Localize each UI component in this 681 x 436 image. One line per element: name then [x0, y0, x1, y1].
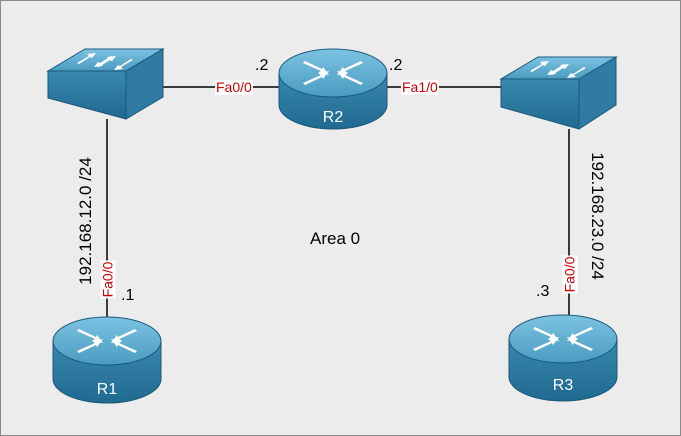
- interface-r3-fa0-0: Fa0/0: [561, 255, 578, 294]
- network-label-right: 192.168.23.0 /24: [588, 152, 607, 280]
- router-icon: [52, 316, 162, 404]
- switch-icon: [499, 56, 618, 130]
- router-icon: [278, 48, 388, 130]
- r2-label: R2: [322, 109, 344, 126]
- host-id-r2-right: .2: [389, 57, 403, 74]
- interface-r2-fa0-0: Fa0/0: [215, 79, 253, 95]
- host-id-r3: .3: [536, 283, 550, 300]
- network-label-left: 192.168.12.0 /24: [76, 157, 95, 285]
- interface-r1-fa0-0: Fa0/0: [99, 260, 116, 299]
- switch-icon: [46, 48, 165, 120]
- r1-label: R1: [96, 381, 118, 398]
- area-label: Area 0: [310, 229, 361, 248]
- host-id-r1: .1: [121, 287, 135, 304]
- host-id-r2-left: .2: [255, 57, 269, 74]
- router-icon: [508, 314, 618, 402]
- interface-r2-fa1-0: Fa1/0: [401, 79, 439, 95]
- r3-label: R3: [552, 377, 574, 394]
